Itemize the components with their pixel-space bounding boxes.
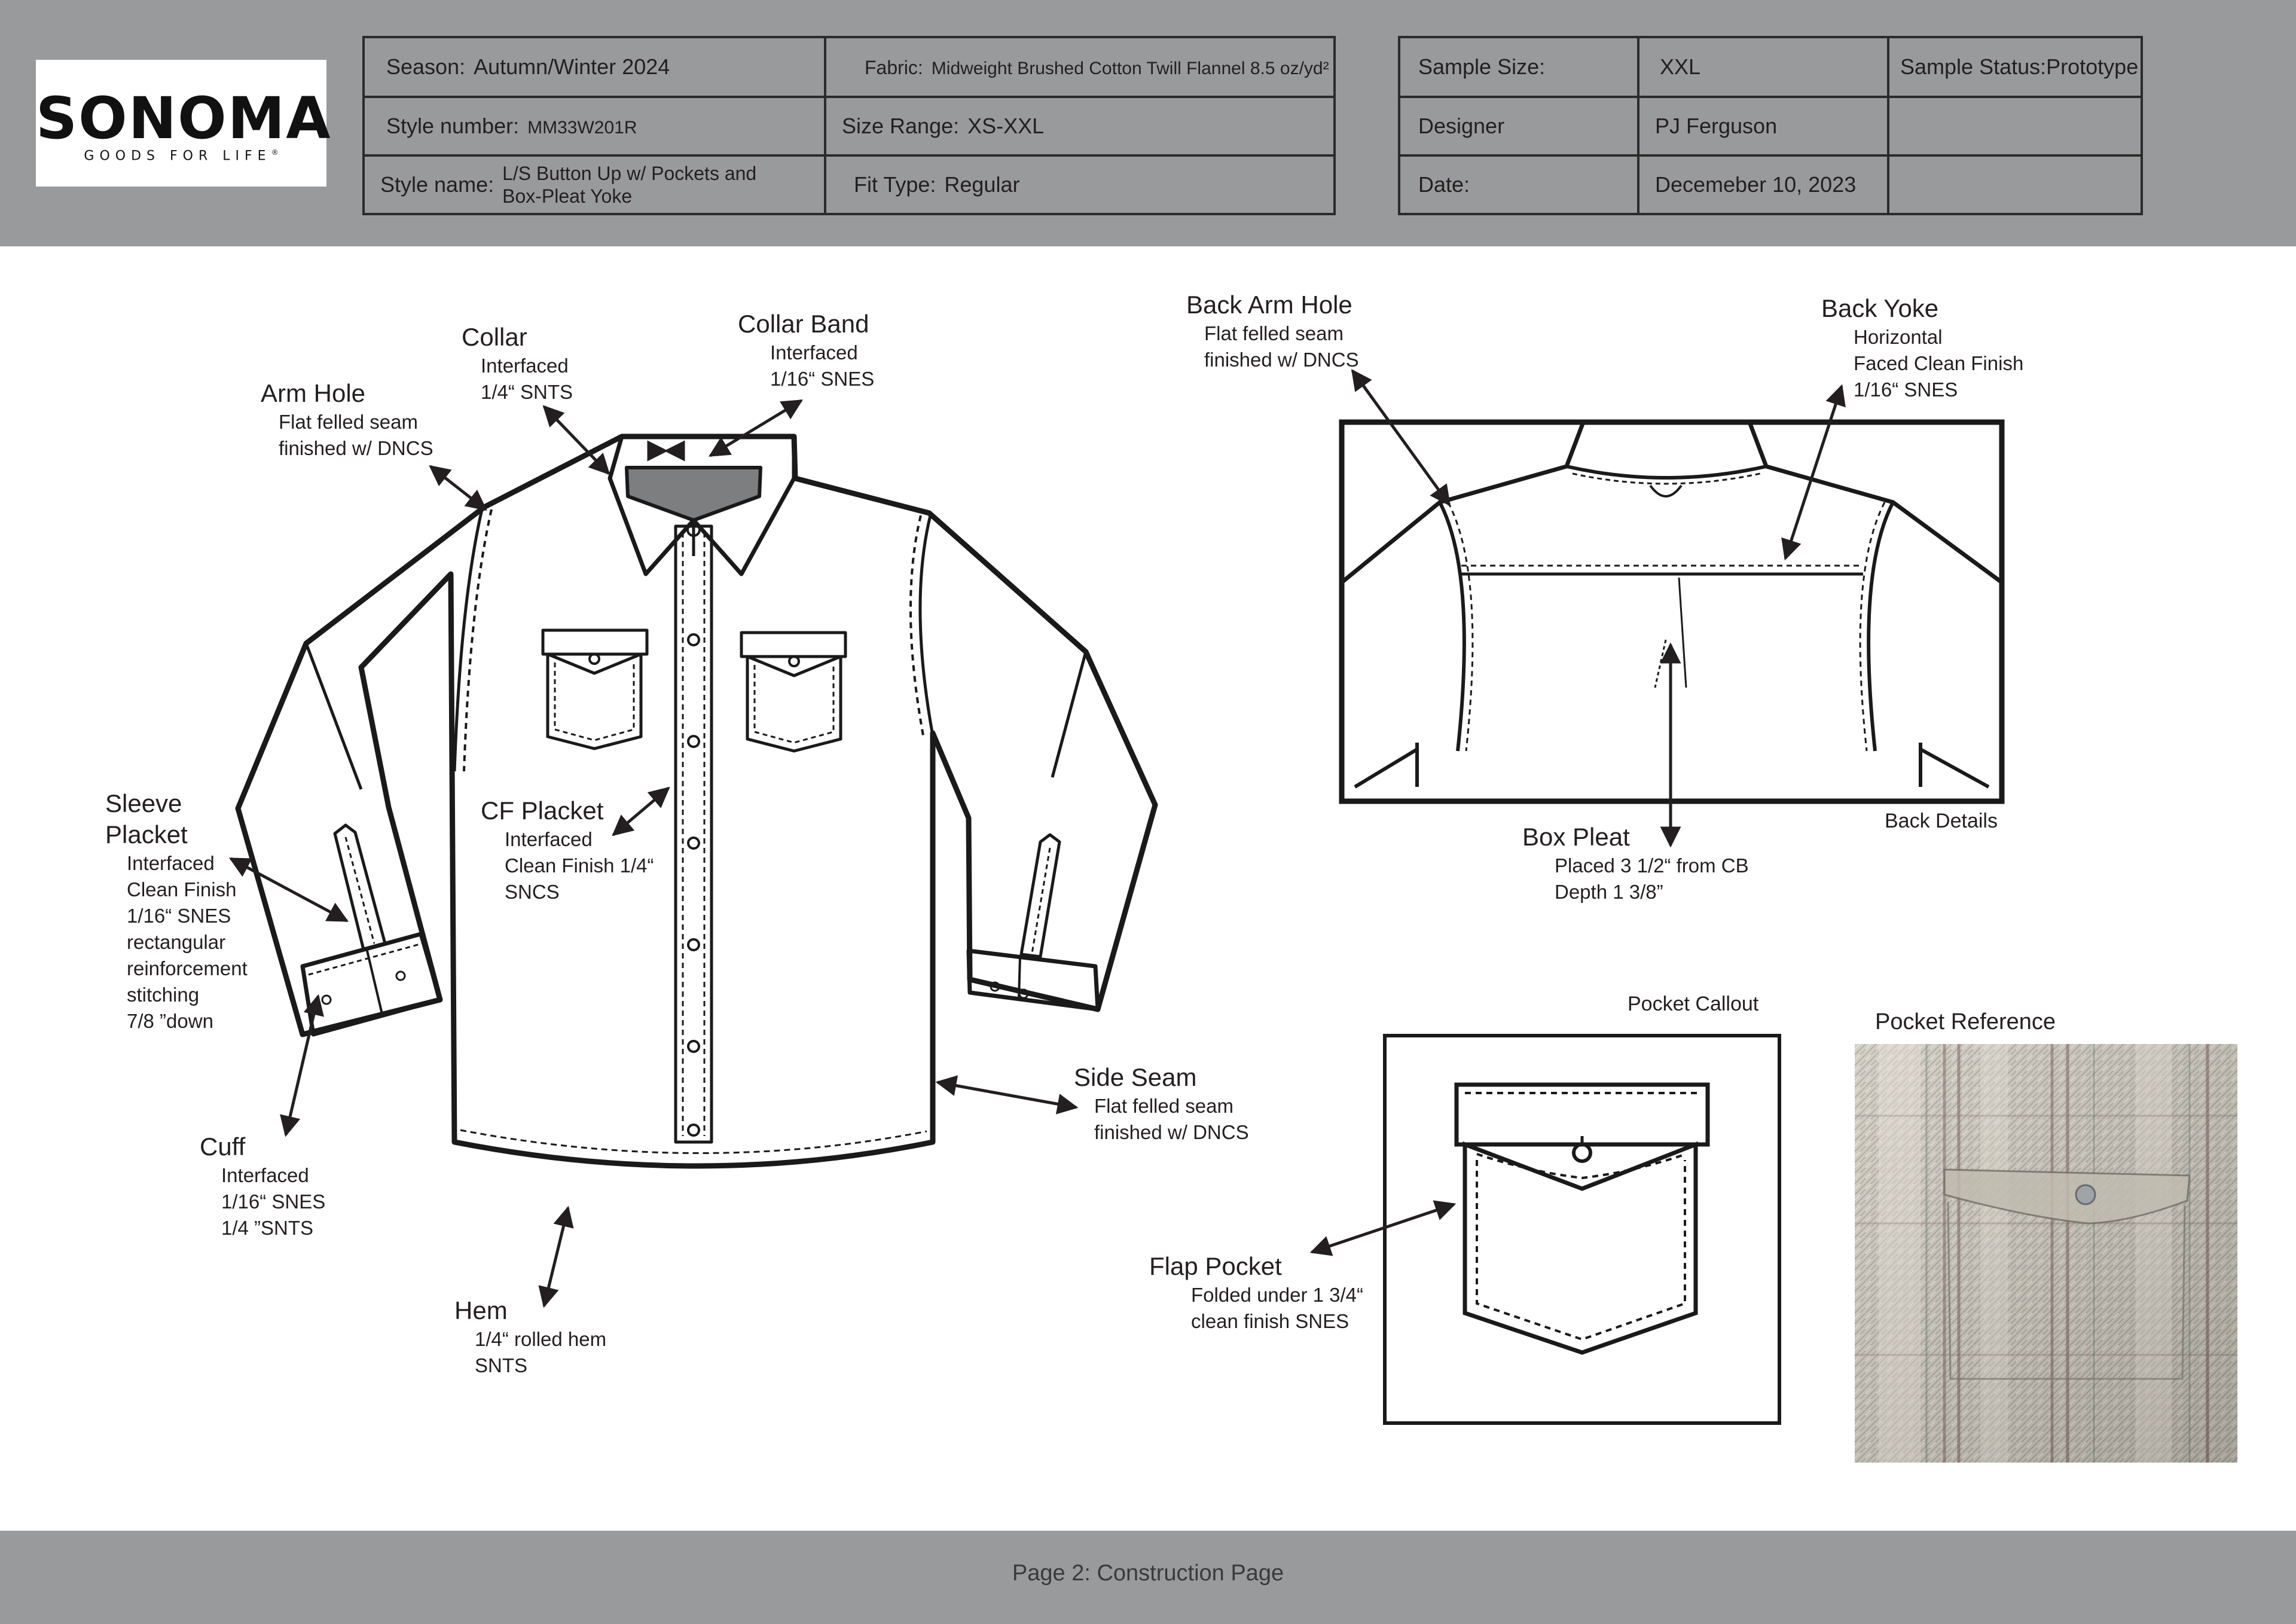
pocket-reference-photo <box>1855 1044 2237 1463</box>
hem-callout: Hem 1/4“ rolled hem SNTS <box>454 1296 607 1376</box>
brand-logo: SONOMA GOODS FOR LIFE® <box>36 60 332 187</box>
pocket-callout-drawing <box>1383 1034 1781 1425</box>
pocket-callout-caption: Pocket Callout <box>1628 993 1759 1015</box>
brand-tagline: GOODS FOR LIFE® <box>84 148 279 164</box>
size-range-cell: Size Range:XS-XXL <box>824 96 1336 157</box>
sample-table: Sample Size: XXL Sample Status:Prototype… <box>1398 36 2143 215</box>
back-arm-hole-callout: Back Arm Hole Flat felled seam finished … <box>1186 291 1359 371</box>
callout-arrows <box>228 369 1846 1308</box>
collar-callout: Collar Interfaced 1/4“ SNTS <box>462 323 573 403</box>
empty-cell <box>1887 154 2143 215</box>
side-seam-callout: Side Seam Flat felled seam finished w/ D… <box>1074 1063 1249 1143</box>
designer-label: Designer <box>1398 96 1639 157</box>
sample-status: Sample Status:Prototype <box>1887 36 2143 98</box>
front-shirt-flat <box>235 434 1158 1169</box>
footer-band <box>0 1531 2296 1624</box>
style-number-cell: Style number:MM33W201R <box>362 96 826 157</box>
page-footer: Page 2: Construction Page <box>1012 1561 1284 1586</box>
sample-size-value: XXL <box>1637 36 1889 98</box>
cf-placket-callout: CF Placket Interfaced Clean Finish 1/4“ … <box>481 796 654 903</box>
date-value: Decemeber 10, 2023 <box>1637 154 1889 215</box>
sleeve-placket-callout: Sleeve Placket Interfaced Clean Finish 1… <box>105 789 248 1032</box>
box-pleat-callout: Box Pleat Placed 3 1/2“ from CB Depth 1 … <box>1522 823 1749 903</box>
pocket-reference-caption: Pocket Reference <box>1875 1009 2056 1034</box>
arm-hole-callout: Arm Hole Flat felled seam finished w/ DN… <box>261 379 433 459</box>
season-cell: Season:Autumn/Winter 2024 <box>362 36 826 98</box>
fabric-cell: Fabric:Midweight Brushed Cotton Twill Fl… <box>824 36 1336 98</box>
designer-value: PJ Ferguson <box>1637 96 1889 157</box>
date-label: Date: <box>1398 154 1639 215</box>
spec-table: Season:Autumn/Winter 2024 Fabric:Midweig… <box>362 36 1336 215</box>
back-yoke-callout: Back Yoke Horizontal Faced Clean Finish … <box>1821 294 2024 401</box>
flannel-fabric-image <box>1855 1044 2237 1463</box>
collar-band-callout: Collar Band Interfaced 1/16“ SNES <box>738 310 875 390</box>
empty-cell <box>1887 96 2143 157</box>
sample-size-label: Sample Size: <box>1398 36 1639 98</box>
fit-type-cell: Fit Type:Regular <box>824 154 1336 215</box>
brand-name: SONOMA <box>36 85 332 152</box>
back-details-caption: Back Details <box>1885 810 1998 832</box>
cuff-callout: Cuff Interfaced 1/16“ SNES 1/4 ”SNTS <box>200 1132 326 1239</box>
flap-pocket-callout: Flap Pocket Folded under 1 3/4“ clean fi… <box>1149 1252 1364 1332</box>
